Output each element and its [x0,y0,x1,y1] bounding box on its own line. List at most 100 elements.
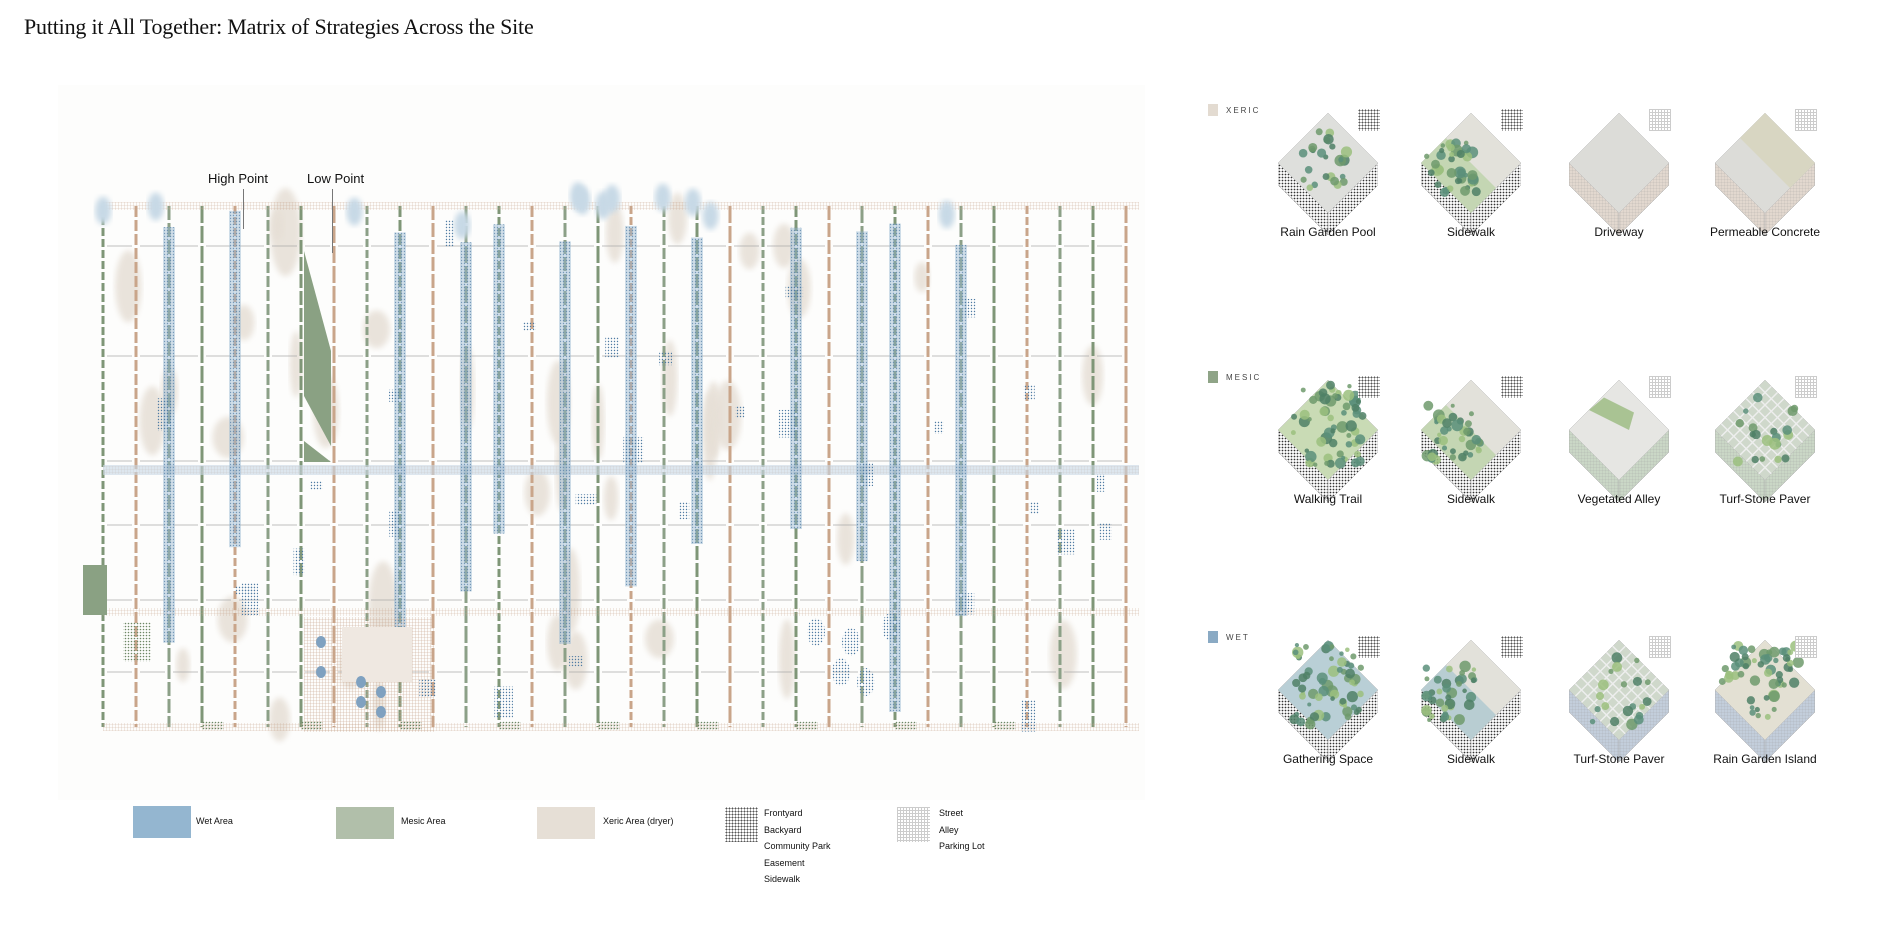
strategy-tile: Driveway [1554,113,1684,263]
wet-patch [1056,529,1075,555]
rain-garden [356,696,366,708]
pond [882,613,900,641]
xeric-area [176,648,190,682]
legend-item: Sidewalk [764,871,831,888]
legend-item: Community Park [764,838,831,855]
dotted-pattern-icon [1501,109,1523,131]
strategy-tile-label: Rain Garden Island [1680,752,1850,766]
mesic-strip [796,721,818,730]
rain-garden [376,686,386,698]
community-park [304,251,331,446]
wet-bleed [95,197,111,225]
xeric-area [668,193,686,244]
matrix-row-label-xeric: XERIC [1208,104,1260,116]
mesic-strip [697,721,719,730]
strategy-tile-label: Permeable Concrete [1680,225,1850,239]
wet-patch [862,462,873,486]
wet-patch [389,511,399,537]
wet-corridor-pattern [857,231,867,561]
wet-corridor-pattern [626,226,636,587]
xeric-area [837,513,854,565]
dotted-pattern-icon [1358,376,1380,398]
low-point-leader [332,189,333,253]
strategy-tile-label: Sidewalk [1386,225,1556,239]
xeric-area [271,210,285,241]
wet-patch [445,220,454,247]
strategy-tile-label: Turf-Stone Paver [1680,492,1850,506]
high-point-label: High Point [208,171,268,186]
legend-item: Backyard [764,822,831,839]
strategy-tile: Rain Garden Island [1700,640,1830,790]
xeric-area-label: Xeric Area (dryer) [603,816,674,826]
grid-pattern-icon [1649,636,1671,658]
mesic-strip [301,721,323,730]
dotted-pattern-icon [1358,109,1380,131]
wet-corridor-pattern [395,232,405,627]
wet-bleed [454,211,470,239]
strategy-tile-label: Turf-Stone Paver [1534,752,1704,766]
mesic-lot [83,565,107,615]
grid-pattern-icon [1649,109,1671,131]
site-strategy-map [58,85,1145,800]
strategy-tile: Rain Garden Pool [1263,113,1393,263]
strategy-tile: Vegetated Alley [1554,380,1684,530]
mesic-area-label: Mesic Area [401,816,446,826]
legend-item: Alley [939,822,985,839]
wet-corridor-pattern [494,224,504,533]
strategy-tile: Walking Trail [1263,380,1393,530]
wet-patch [735,406,744,418]
wet-corridor-pattern [164,227,174,643]
parking-lot-open [342,627,412,682]
mesic-strip [400,721,422,730]
strategy-tile: Sidewalk [1406,640,1536,790]
pond [807,618,825,646]
pond [832,658,850,686]
rain-garden [316,666,326,678]
strategy-tile-label: Driveway [1534,225,1704,239]
row-color-swatch [1208,371,1218,383]
wet-patch [659,351,672,365]
mesic-lot [123,622,151,662]
pond [857,668,875,696]
wet-corridor-pattern [230,211,240,547]
rain-garden [316,636,326,648]
strategy-tile: Gathering Space [1263,640,1393,790]
wet-patch [494,687,513,718]
wet-patch [389,390,401,402]
dotted-pattern-icon [1501,376,1523,398]
strategy-tile-label: Sidewalk [1386,492,1556,506]
grid-pattern-icon [1649,376,1671,398]
pond [842,628,860,656]
legend-item: Frontyard [764,805,831,822]
xeric-area-swatch [537,807,595,839]
wet-corridor-pattern [560,241,570,643]
matrix-row-label-mesic: MESIC [1208,371,1261,383]
xeric-area [604,476,618,521]
mesic-strip [202,721,224,730]
wet-patch [623,437,643,463]
wet-patch [779,410,798,438]
wet-patch [605,337,619,358]
rain-garden [376,706,386,718]
wet-bleed [703,202,719,230]
dotted-pattern-icon [1358,636,1380,658]
grid-pattern-swatch [897,807,930,842]
wet-bleed [346,198,362,226]
wet-patch [576,494,597,505]
wet-corridor-pattern [461,242,471,591]
wet-bleed [939,200,955,228]
xeric-area [779,619,796,699]
wet-area-label: Wet Area [196,816,233,826]
street [103,723,1139,731]
wet-patch [294,549,305,575]
xeric-area [1050,620,1077,688]
wet-bleed [685,188,701,216]
strategy-tile: Sidewalk [1406,113,1536,263]
wet-patch [310,481,322,490]
page-title: Putting it All Together: Matrix of Strat… [24,14,534,40]
xeric-area [645,619,674,658]
wet-patch [569,656,583,666]
wet-patch [959,593,974,614]
wet-patch [242,583,258,615]
wet-bleed [148,193,164,221]
